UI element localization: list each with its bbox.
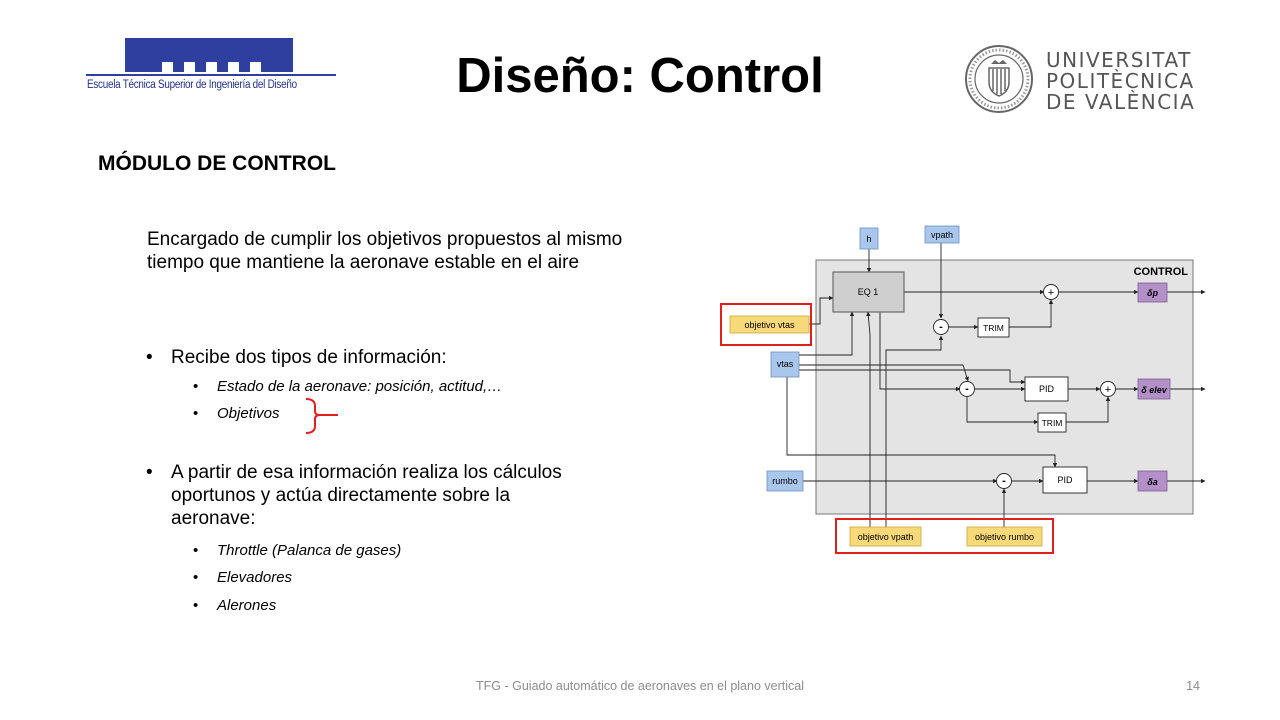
output-da <box>1137 470 1168 492</box>
intro-paragraph: Encargado de cumplir los objetivos propu… <box>147 229 623 273</box>
svg-text:+: + <box>1048 287 1054 299</box>
svg-text:δ elev: δ elev <box>1141 385 1168 395</box>
pid-block-2 <box>1042 466 1088 494</box>
sub-bullet-text: Objetivos <box>217 405 280 422</box>
sum-minus-2 <box>959 381 975 397</box>
school-name: Escuela Técnica Superior de Ingeniería d… <box>87 79 297 91</box>
svg-text:TRIM: TRIM <box>1042 418 1063 428</box>
university-line-2: POLITÈCNICA <box>1046 69 1195 93</box>
bullet-text-line-2: oportunos y actúa directamente sobre la <box>171 485 511 506</box>
svg-text:δp: δp <box>1147 288 1158 298</box>
page-number: 14 <box>1186 679 1200 693</box>
svg-text:+: + <box>1105 384 1111 396</box>
highlight-objectives-bottom <box>835 518 1054 554</box>
output-delev <box>1137 378 1171 400</box>
bullet-text: Recibe dos tipos de información: <box>171 347 447 368</box>
svg-text:PID: PID <box>1039 384 1055 394</box>
trim-block-1 <box>977 317 1010 338</box>
sum-plus-2 <box>1100 381 1116 397</box>
input-h <box>859 227 879 250</box>
objective-vpath <box>849 526 922 547</box>
sum-plus-1 <box>1043 284 1059 300</box>
brace-icon <box>305 398 338 434</box>
svg-text:objetivo vtas: objetivo vtas <box>744 320 795 330</box>
bullet-text-line-1: A partir de esa información realiza los … <box>171 462 562 483</box>
section-title: MÓDULO DE CONTROL <box>98 152 336 175</box>
university-line-3: DE VALÈNCIA <box>1046 90 1196 114</box>
svg-text:vpath: vpath <box>931 230 953 240</box>
pid-block-1 <box>1024 376 1069 402</box>
svg-text:objetivo rumbo: objetivo rumbo <box>975 532 1034 542</box>
eq1-block <box>832 271 905 313</box>
university-seal-icon <box>965 45 1033 113</box>
svg-text:objetivo vpath: objetivo vpath <box>858 532 914 542</box>
svg-text:TRIM: TRIM <box>983 323 1004 333</box>
sub-bullet-text: Elevadores <box>217 569 293 586</box>
svg-text:-: - <box>1002 475 1006 487</box>
sum-minus-3 <box>996 473 1012 489</box>
sub-bullet-text: Estado de la aeronave: posición, actitud… <box>217 378 503 395</box>
control-label: CONTROL <box>1134 266 1189 278</box>
svg-text:h: h <box>866 234 871 244</box>
sub-bullet-text: Alerones <box>217 597 277 614</box>
objective-vtas <box>729 315 810 334</box>
svg-text:PID: PID <box>1057 475 1073 485</box>
trim-block-2 <box>1037 412 1067 433</box>
input-vtas <box>770 351 800 378</box>
output-dp <box>1137 282 1168 303</box>
svg-text:-: - <box>939 321 943 333</box>
sum-minus-1 <box>933 319 949 335</box>
svg-text:δa: δa <box>1147 477 1158 487</box>
upv-logo: UNIVERSITAT POLITÈCNICA DE VALÈNCIA <box>962 44 1202 114</box>
objective-rumbo <box>966 526 1043 547</box>
svg-text:rumbo: rumbo <box>772 476 798 486</box>
university-line-1: UNIVERSITAT <box>1046 48 1192 72</box>
highlight-objective-vtas <box>720 303 812 346</box>
slide-title: Diseño: Control <box>456 49 824 103</box>
footer-text: TFG - Guiado automático de aeronaves en … <box>476 679 804 693</box>
input-rumbo <box>766 470 804 492</box>
sub-bullet-text: Throttle (Palanca de gases) <box>217 542 402 559</box>
svg-text:-: - <box>965 383 969 395</box>
svg-text:EQ 1: EQ 1 <box>858 287 879 297</box>
input-vpath <box>924 225 960 244</box>
bullet-text-line-3: aeronave: <box>171 508 256 529</box>
svg-text:vtas: vtas <box>777 359 794 369</box>
etsid-logo: Escuela Técnica Superior de Ingeniería d… <box>86 36 336 98</box>
